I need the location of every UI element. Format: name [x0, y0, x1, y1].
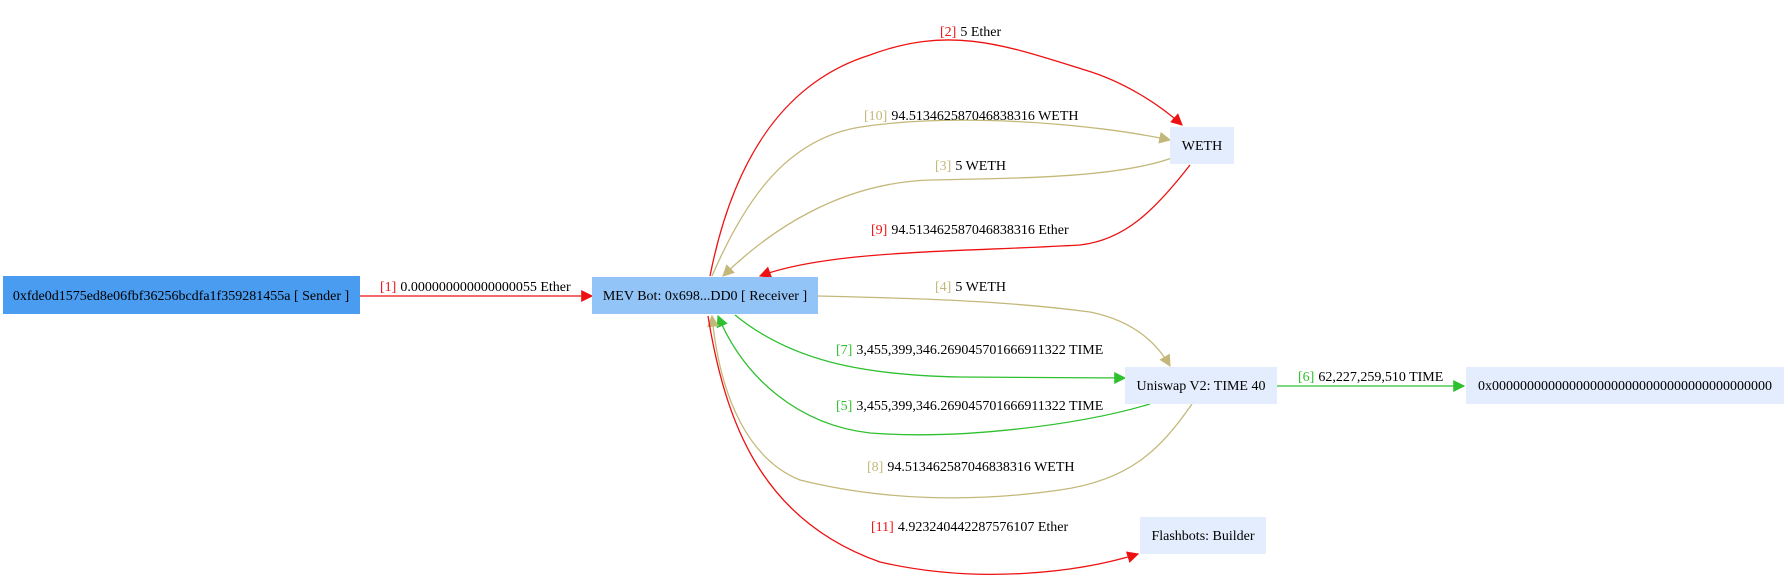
- edge-5-uniswap-to-receiver[interactable]: [5] 3,455,399,346.269045701666911322 TIME: [716, 314, 1151, 436]
- edge-7-line: [734, 314, 1127, 384]
- edge-10-line: [711, 119, 1172, 277]
- edge-3-label: [3] 5 WETH: [935, 159, 1006, 174]
- edge-5-label: [5] 3,455,399,346.269045701666911322 TIME: [836, 399, 1103, 414]
- node-flashbots-box: [1140, 517, 1266, 554]
- node-sender-label: 0xfde0d1575ed8e06fbf36256bcdfa1f35928145…: [13, 289, 349, 304]
- node-flashbots[interactable]: Flashbots: Builder: [1140, 517, 1266, 554]
- edge-2-step: [2]: [940, 25, 956, 40]
- edge-4-receiver-to-uniswap[interactable]: [4] 5 WETH: [817, 280, 1171, 368]
- edge-9-weth-to-receiver[interactable]: [9] 94.513462587046838316 Ether: [758, 164, 1191, 278]
- edge-11-receiver-to-flashbots[interactable]: [11] 4.923240442287576107 Ether: [707, 315, 1140, 575]
- edge-7-receiver-to-uniswap[interactable]: [7] 3,455,399,346.269045701666911322 TIME: [734, 314, 1127, 384]
- edge-3-amount: 5 WETH: [955, 159, 1006, 174]
- edge-2-receiver-to-weth[interactable]: [2] 5 Ether: [709, 25, 1183, 277]
- edge-9-amount: 94.513462587046838316 Ether: [891, 223, 1069, 238]
- edges: [1] 0.000000000000000055 Ether [2] 5 Ether…: [360, 25, 1466, 575]
- edge-2-line: [709, 39, 1183, 277]
- edge-4-amount: 5 WETH: [955, 280, 1006, 295]
- node-receiver[interactable]: MEV Bot: 0x698...DD0 [ Receiver ]: [592, 277, 818, 314]
- node-sender-box: [3, 276, 360, 314]
- node-uniswap[interactable]: Uniswap V2: TIME 40: [1125, 367, 1277, 404]
- edge-10-step: [10]: [864, 109, 887, 124]
- edge-2-label: [2] 5 Ether: [940, 25, 1001, 40]
- edge-1-label: [1] 0.000000000000000055 Ether: [380, 280, 571, 295]
- edge-1-sender-to-receiver[interactable]: [1] 0.000000000000000055 Ether: [360, 280, 594, 302]
- edge-11-amount: 4.923240442287576107 Ether: [898, 520, 1069, 535]
- node-receiver-box: [592, 277, 818, 314]
- edge-5-step: [5]: [836, 399, 852, 414]
- node-uniswap-label: Uniswap V2: TIME 40: [1137, 379, 1266, 394]
- edge-8-step: [8]: [867, 460, 883, 475]
- edge-9-label: [9] 94.513462587046838316 Ether: [871, 223, 1069, 238]
- node-uniswap-box: [1125, 367, 1277, 404]
- edge-4-line: [817, 295, 1171, 368]
- node-zero-address-label: 0x00000000000000000000000000000000000000…: [1478, 379, 1772, 394]
- edge-3-line: [722, 157, 1173, 277]
- edge-6-uniswap-to-zero[interactable]: [6] 62,227,259,510 TIME: [1277, 370, 1466, 392]
- edge-6-amount: 62,227,259,510 TIME: [1318, 370, 1443, 385]
- node-weth-box: [1170, 127, 1234, 164]
- node-zero-address-box: [1466, 367, 1784, 404]
- node-flashbots-label: Flashbots: Builder: [1151, 529, 1254, 544]
- edge-1-step: [1]: [380, 280, 396, 295]
- edge-7-step: [7]: [836, 343, 852, 358]
- node-weth[interactable]: WETH: [1170, 127, 1234, 164]
- edge-11-label: [11] 4.923240442287576107 Ether: [871, 520, 1068, 535]
- edge-7-amount: 3,455,399,346.269045701666911322 TIME: [856, 343, 1103, 358]
- edge-8-label: [8] 94.513462587046838316 WETH: [867, 460, 1075, 475]
- edge-9-step: [9]: [871, 223, 887, 238]
- nodes: 0xfde0d1575ed8e06fbf36256bcdfa1f35928145…: [3, 127, 1784, 554]
- edge-4-label: [4] 5 WETH: [935, 280, 1006, 295]
- node-sender[interactable]: 0xfde0d1575ed8e06fbf36256bcdfa1f35928145…: [3, 276, 360, 314]
- edge-9-line: [758, 164, 1191, 278]
- edge-8-line: [707, 314, 1193, 499]
- edge-5-amount: 3,455,399,346.269045701666911322 TIME: [856, 399, 1103, 414]
- edge-10-label: [10] 94.513462587046838316 WETH: [864, 109, 1079, 124]
- edge-4-step: [4]: [935, 280, 951, 295]
- edge-3-weth-to-receiver[interactable]: [3] 5 WETH: [722, 157, 1173, 277]
- edge-6-step: [6]: [1298, 370, 1314, 385]
- edge-6-label: [6] 62,227,259,510 TIME: [1298, 370, 1443, 385]
- node-weth-label: WETH: [1182, 139, 1222, 154]
- edge-10-amount: 94.513462587046838316 WETH: [891, 109, 1078, 124]
- edge-3-step: [3]: [935, 159, 951, 174]
- edge-5-line: [716, 314, 1151, 436]
- edge-2-amount: 5 Ether: [960, 25, 1001, 40]
- node-zero-address[interactable]: 0x00000000000000000000000000000000000000…: [1466, 367, 1784, 404]
- edge-8-amount: 94.513462587046838316 WETH: [887, 460, 1074, 475]
- edge-11-line: [707, 315, 1140, 575]
- edge-11-step: [11]: [871, 520, 894, 535]
- edge-7-label: [7] 3,455,399,346.269045701666911322 TIME: [836, 343, 1103, 358]
- node-receiver-label: MEV Bot: 0x698...DD0 [ Receiver ]: [603, 289, 807, 304]
- edge-8-uniswap-to-receiver[interactable]: [8] 94.513462587046838316 WETH: [707, 314, 1193, 499]
- edge-10-receiver-to-weth[interactable]: [10] 94.513462587046838316 WETH: [711, 109, 1172, 277]
- edge-1-amount: 0.000000000000000055 Ether: [400, 280, 571, 295]
